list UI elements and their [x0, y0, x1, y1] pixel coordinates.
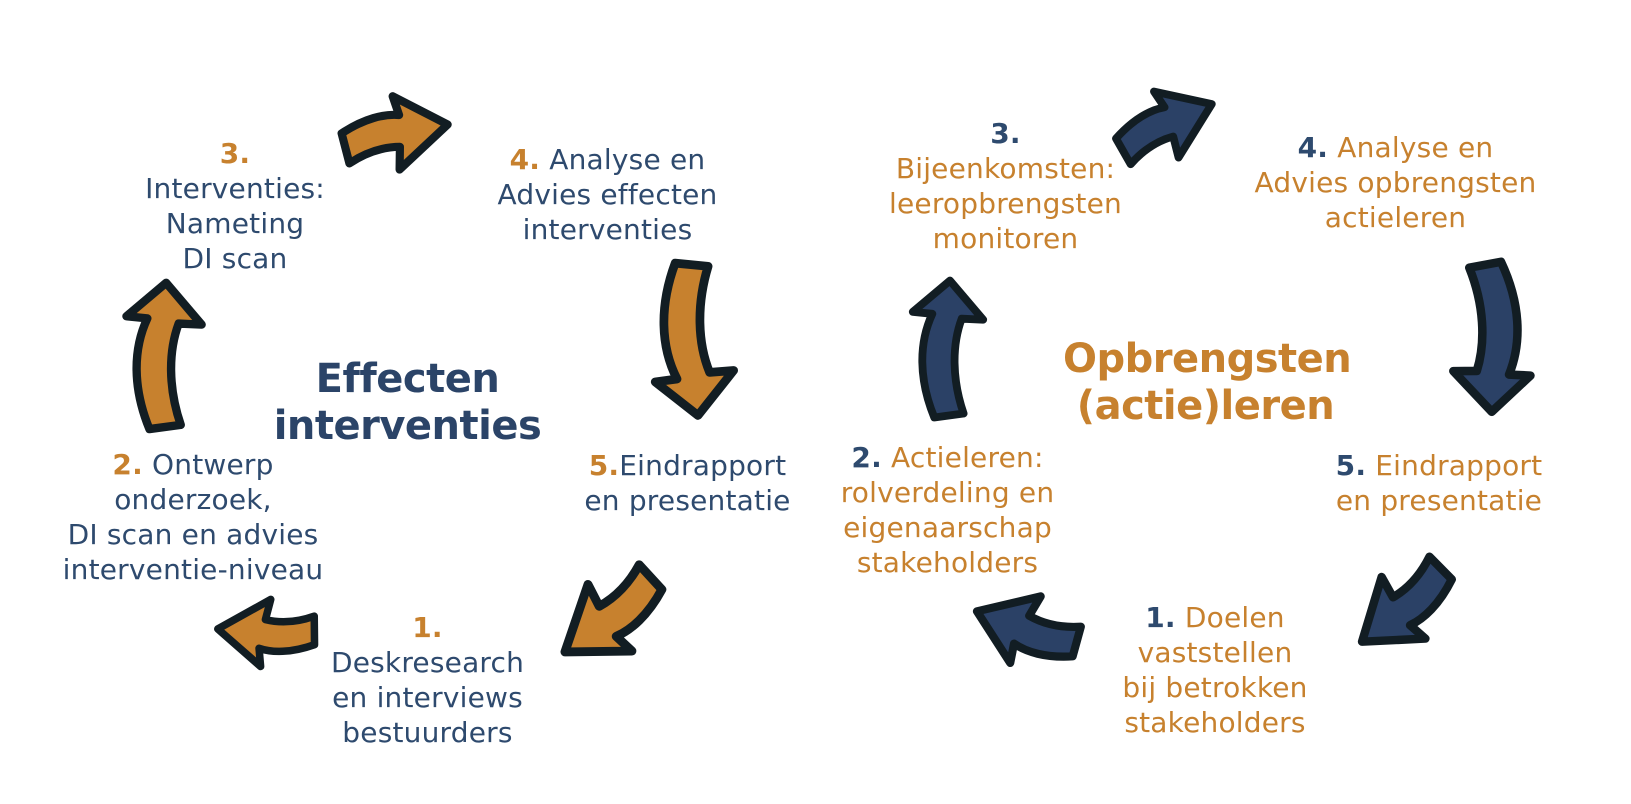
step-number: 5.: [588, 449, 620, 482]
step-text: Analyse en Advies opbrengsten actieleren: [1254, 131, 1537, 234]
step-text: Eindrapport en presentatie: [584, 449, 791, 517]
left-step-2: 2. Ontwerp onderzoek, DI scan en advies …: [38, 447, 348, 587]
step-number: 1.: [1145, 601, 1176, 634]
step-text: Bijeenkomsten: leeropbrengsten monitoren: [889, 152, 1122, 255]
step-number: 1.: [412, 611, 443, 644]
arrow-down-left-icon: [1316, 519, 1494, 697]
step-number: 2.: [851, 441, 882, 474]
step-number: 3.: [219, 137, 251, 170]
left-step-1: 1. Deskresearch en interviews bestuurder…: [315, 610, 540, 750]
step-text: Deskresearch en interviews bestuurders: [330, 646, 525, 749]
step-number: 3.: [990, 117, 1021, 150]
arrow-curved-up-icon: [903, 261, 991, 439]
right-cycle-title: Opbrengsten (actie)leren: [1063, 336, 1352, 429]
step-text: Interventies: Nameting DI scan: [145, 172, 325, 275]
step-number: 5.: [1335, 449, 1367, 482]
left-step-5: 5.Eindrapport en presentatie: [575, 448, 800, 518]
arrow-up-left-icon: [951, 562, 1102, 700]
right-step-4: 4. Analyse en Advies opbrengsten actiele…: [1243, 130, 1548, 235]
arrow-curved-down-icon: [1439, 252, 1543, 421]
left-step-3: 3. Interventies: Nameting DI scan: [120, 136, 350, 276]
step-number: 2.: [112, 448, 143, 481]
step-text: Analyse en Advies effecten interventies: [497, 143, 718, 246]
step-text: Eindrapport en presentatie: [1335, 449, 1543, 517]
left-cycle-title: Effecten interventies: [273, 356, 542, 449]
right-step-1: 1. Doelen vaststellen bij betrokken stak…: [1100, 600, 1330, 740]
step-number: 4.: [1297, 131, 1329, 164]
step-text: Doelen vaststellen bij betrokken stakeho…: [1122, 601, 1308, 739]
left-step-4: 4. Analyse en Advies effecten interventi…: [485, 142, 730, 247]
right-step-2: 2. Actieleren: rolverdeling en eigenaars…: [830, 440, 1065, 580]
step-text: Actieleren: rolverdeling en eigenaarscha…: [840, 441, 1055, 579]
right-step-3: 3. Bijeenkomsten: leeropbrengsten monito…: [883, 116, 1128, 256]
step-number: 4.: [509, 143, 541, 176]
step-text: Ontwerp onderzoek, DI scan en advies int…: [62, 448, 324, 586]
right-step-5: 5. Eindrapport en presentatie: [1325, 448, 1553, 518]
